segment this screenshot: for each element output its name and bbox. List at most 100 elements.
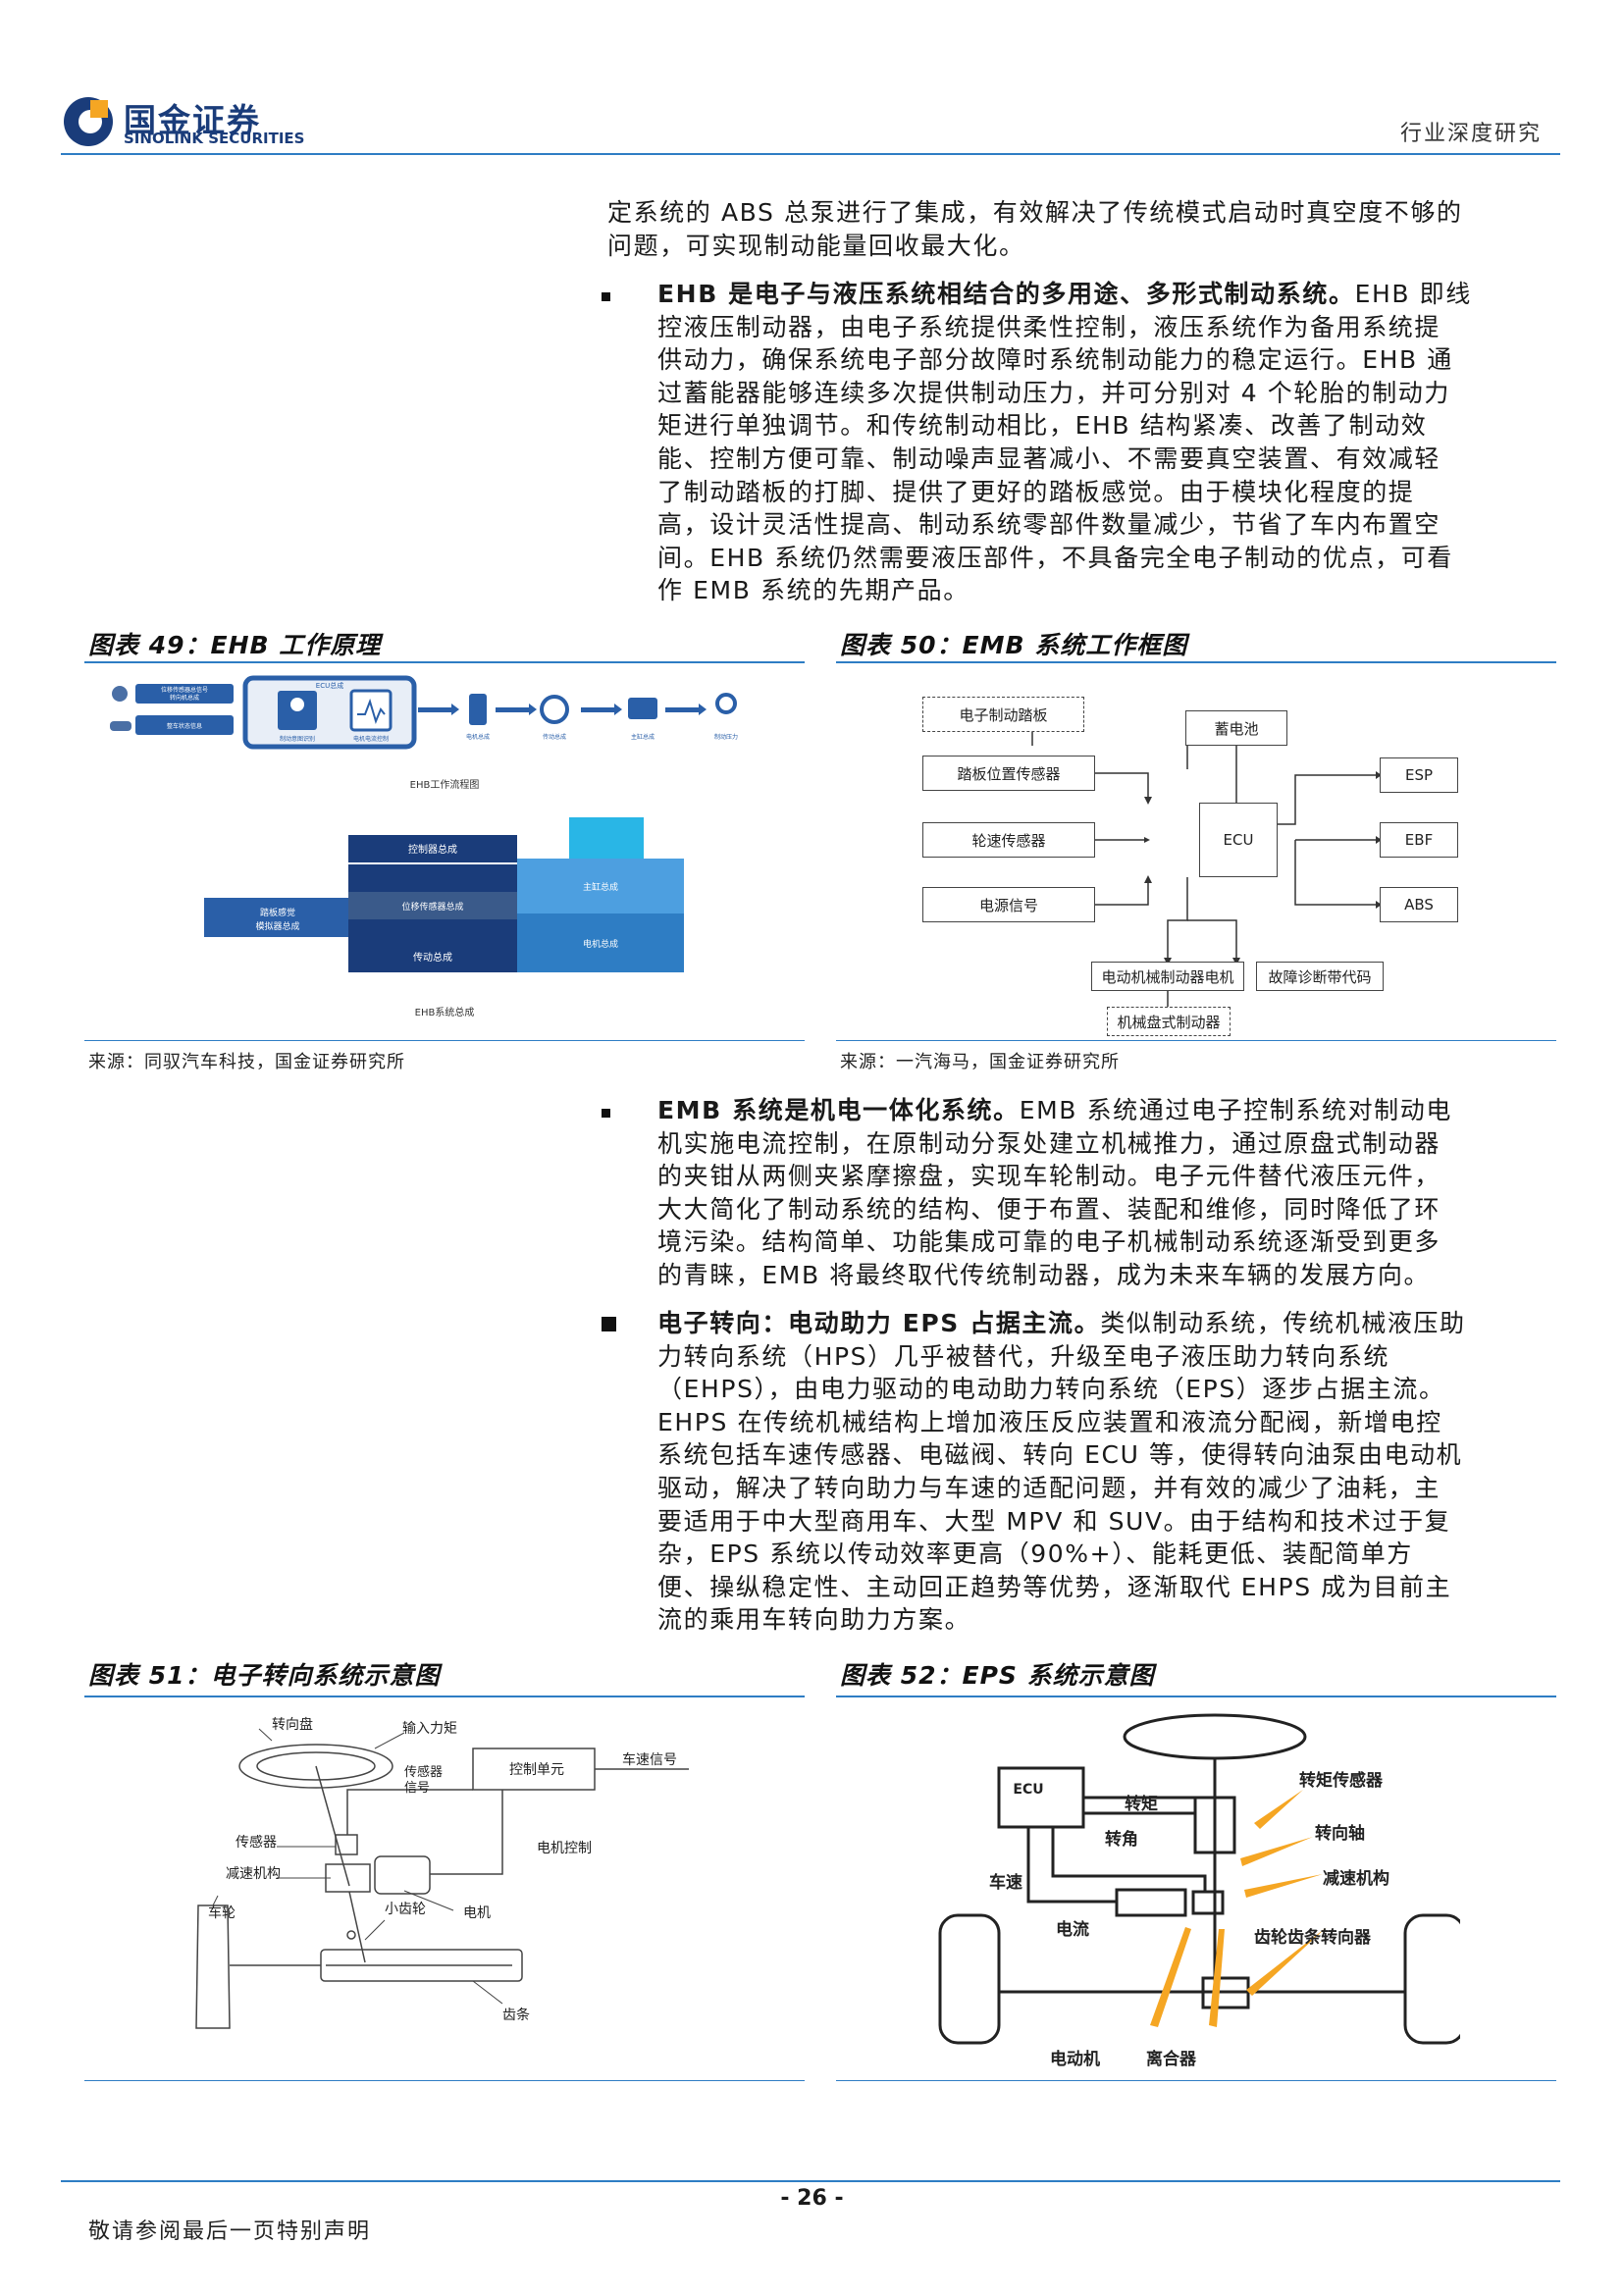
- text-line: 力转向系统（HPS）几乎被替代，升级至电子液压助力转向系统: [657, 1341, 1390, 1371]
- svg-text:信号: 信号: [404, 1781, 430, 1796]
- text-line: 能、控制方便可靠、制动噪声显著减小、不需要真空装置、有效减轻: [657, 444, 1441, 473]
- text-line: 的夹钳从两侧夹紧摩擦盘，实现车轮制动。电子元件替代液压元件，: [657, 1162, 1441, 1191]
- text-line: 境污染。结构简单、功能集成可靠的电子机械制动系统逐渐受到更多: [657, 1227, 1441, 1257]
- emb-box-ebf: EBF: [1380, 822, 1458, 858]
- fig51-label: 传感器: [404, 1764, 443, 1780]
- logo-text-en: SINOLINK SECURITIES: [124, 130, 305, 147]
- figure-51-diagram: 转向盘 输入力矩 传感器 信号 控制单元 车速信号 传感器 减速机构 电机控制 …: [179, 1699, 708, 2077]
- text-line: 间。EHB 系统仍然需要液压部件，不具备完全电子制动的优点，可看: [657, 543, 1453, 572]
- fig51-label: 传感器: [236, 1834, 277, 1851]
- emb-box-power-signal: 电源信号: [922, 887, 1095, 922]
- figure-52-bottom-rule: [836, 2080, 1556, 2081]
- fig51-label: 输入力矩: [402, 1721, 457, 1737]
- text-line: 问题，可实现制动能量回收最大化。: [607, 231, 1025, 260]
- figure-52-title: 图表 52：EPS 系统示意图: [840, 1661, 1155, 1690]
- emb-box-esp: ESP: [1380, 757, 1458, 793]
- logo-icon: [61, 94, 116, 149]
- text-line: 定系统的 ABS 总泵进行了集成，有效解决了传统模式启动时真空度不够的: [607, 198, 1463, 227]
- emb-paragraph: EMB 系统是机电一体化系统。EMB 系统通过电子控制系统对制动电 机实施电流控…: [657, 1094, 1541, 1292]
- text-line: EMB 系统是机电一体化系统。EMB 系统通过电子控制系统对制动电: [657, 1094, 1541, 1127]
- text-line: 机实施电流控制，在原制动分泵处建立机械推力，通过原盘式制动器: [657, 1128, 1441, 1158]
- text-span: EHB 即线: [1354, 280, 1472, 308]
- fig49-label: ECU总成: [316, 681, 343, 690]
- header-divider: [61, 153, 1560, 155]
- footer-divider: [61, 2180, 1560, 2182]
- figure-52-diagram: ECU 转矩 转角 车速 电流 转矩传感器 转向轴 减速机构 齿轮齿条转向器 电…: [930, 1699, 1466, 2077]
- steering-lead: 电子转向：电动助力 EPS 占据主流。: [657, 1309, 1101, 1337]
- svg-text:踏板感觉: 踏板感觉: [260, 907, 295, 918]
- fig49-block: 电机总成: [583, 938, 618, 950]
- fig51-label: 电机控制: [537, 1841, 592, 1856]
- text-span: 类似制动系统，传统机械液压助: [1100, 1309, 1466, 1337]
- figure-52-rule: [836, 1696, 1556, 1697]
- fig51-label: 车速信号: [622, 1751, 677, 1768]
- text-line: 了制动踏板的打脚、提供了更好的踏板感觉。由于模块化程度的提: [657, 477, 1415, 506]
- fig52-label: 转向轴: [1315, 1823, 1365, 1844]
- page-number: - 26 -: [780, 2186, 844, 2211]
- text-line: 驱动，解决了转向助力与车速的适配问题，并有效的减少了油耗，主: [657, 1473, 1441, 1502]
- intro-paragraph: 定系统的 ABS 总泵进行了集成，有效解决了传统模式启动时真空度不够的 问题，可…: [607, 196, 1540, 262]
- figure-50-bottom-rule: [836, 1040, 1556, 1041]
- fig52-label: 减速机构: [1323, 1868, 1389, 1889]
- emb-box-ecu: ECU: [1199, 803, 1278, 877]
- ehb-paragraph: EHB 是电子与液压系统相结合的多用途、多形式制动系统。EHB 即线 控液压制动…: [657, 278, 1541, 607]
- text-line: 大大简化了制动系统的结构、便于布置、装配和维修，同时降低了环: [657, 1194, 1441, 1224]
- text-line: 高，设计灵活性提高、制动系统零部件数量减少，节省了车内布置空: [657, 510, 1441, 540]
- text-line: 杂，EPS 系统以传动效率更高（90%+）、能耗更低、装配简单方: [657, 1539, 1413, 1569]
- emb-box-motor: 电动机械制动器电机: [1091, 962, 1244, 991]
- emb-lead: EMB 系统是机电一体化系统。: [657, 1096, 1020, 1124]
- disclaimer-note: 敬请参阅最后一页特别声明: [88, 2219, 372, 2244]
- figure-49-diagram: 位移传感器总信号 转向机总成 整车状态信息 ECU总成 制动意图识别 电机电流控…: [98, 670, 791, 1033]
- fig49-label: 整车状态信息: [167, 722, 202, 730]
- text-line: 控液压制动器，由电子系统提供柔性控制，液压系统作为备用系统提: [657, 312, 1441, 341]
- emb-box-pedal: 电子制动踏板: [922, 697, 1084, 732]
- fig49-label: 转向机总成: [170, 694, 199, 702]
- figure-50-diagram: 电子制动踏板 蓄电池 踏板位置传感器 轮速传感器 电源信号 ECU ESP EB…: [922, 677, 1472, 1040]
- figure-51-bottom-rule: [84, 2080, 805, 2081]
- fig51-label: 小齿轮: [385, 1902, 426, 1917]
- fig52-label: 转矩: [1125, 1794, 1158, 1814]
- text-line: EHB 是电子与液压系统相结合的多用途、多形式制动系统。EHB 即线: [657, 278, 1541, 311]
- fig49-label: 电机电流控制: [353, 735, 389, 743]
- fig49-label: 电机总成: [466, 733, 490, 741]
- fig49-label: 制动压力: [714, 733, 738, 741]
- figure-50-rule: [836, 661, 1556, 663]
- figure-49-title: 图表 49：EHB 工作原理: [88, 631, 382, 659]
- figure-49-source: 来源：同驭汽车科技，国金证券研究所: [88, 1052, 405, 1072]
- ehb-lead: EHB 是电子与液压系统相结合的多用途、多形式制动系统。: [657, 280, 1355, 308]
- report-section-label: 行业深度研究: [1399, 122, 1542, 146]
- text-line: 电子转向：电动助力 EPS 占据主流。类似制动系统，传统机械液压助: [657, 1307, 1541, 1340]
- fig52-label: 转角: [1105, 1829, 1138, 1850]
- bullet-icon: [602, 292, 610, 301]
- text-line: 系统包括车速传感器、电磁阀、转向 ECU 等，使得转向油泵由电动机: [657, 1440, 1463, 1470]
- fig49-block: 控制器总成: [408, 843, 457, 856]
- svg-text:模拟器总成: 模拟器总成: [255, 920, 299, 932]
- fig49-flow-caption: EHB工作流程图: [410, 778, 480, 791]
- bullet-icon: [602, 1317, 616, 1331]
- fig49-label: 传动总成: [543, 733, 566, 741]
- figure-49-rule: [84, 661, 805, 663]
- text-line: EHPS 在传统机械结构上增加液压反应装置和液流分配阀，新增电控: [657, 1407, 1442, 1436]
- text-line: （EHPS），由电力驱动的电动助力转向系统（EPS）逐步占据主流。: [657, 1375, 1445, 1404]
- fig52-label: 齿轮齿条转向器: [1254, 1927, 1372, 1948]
- fig49-label: 主缸总成: [631, 733, 655, 741]
- fig51-label: 转向盘: [272, 1716, 313, 1733]
- logo-text-cn: 国金证券: [124, 101, 261, 139]
- text-line: 便、操纵稳定性、主动回正趋势等优势，逐渐取代 EHPS 成为目前主: [657, 1572, 1452, 1601]
- fig51-label: 减速机构: [226, 1866, 281, 1882]
- fig51-label: 齿条: [502, 2007, 530, 2023]
- steering-paragraph: 电子转向：电动助力 EPS 占据主流。类似制动系统，传统机械液压助 力转向系统（…: [657, 1307, 1541, 1637]
- fig52-label: 电动机: [1050, 2049, 1100, 2069]
- text-line: 要适用于中大型商用车、大型 MPV 和 SUV。由于结构和技术过于复: [657, 1506, 1451, 1536]
- figure-51-rule: [84, 1696, 805, 1697]
- text-span: EMB 系统通过电子控制系统对制动电: [1019, 1096, 1452, 1124]
- emb-box-abs: ABS: [1380, 887, 1458, 922]
- fig52-label: ECU: [1013, 1782, 1043, 1798]
- text-line: 作 EMB 系统的先期产品。: [657, 576, 969, 605]
- fig52-label: 电流: [1056, 1919, 1089, 1940]
- text-line: 过蓄能器能够连续多次提供制动压力，并可分别对 4 个轮胎的制动力: [657, 378, 1451, 407]
- text-line: 流的乘用车转向助力方案。: [657, 1605, 971, 1635]
- bullet-icon: [602, 1109, 610, 1118]
- fig49-block: 传动总成: [413, 951, 452, 964]
- fig49-label: 位移传感器总信号: [161, 686, 208, 694]
